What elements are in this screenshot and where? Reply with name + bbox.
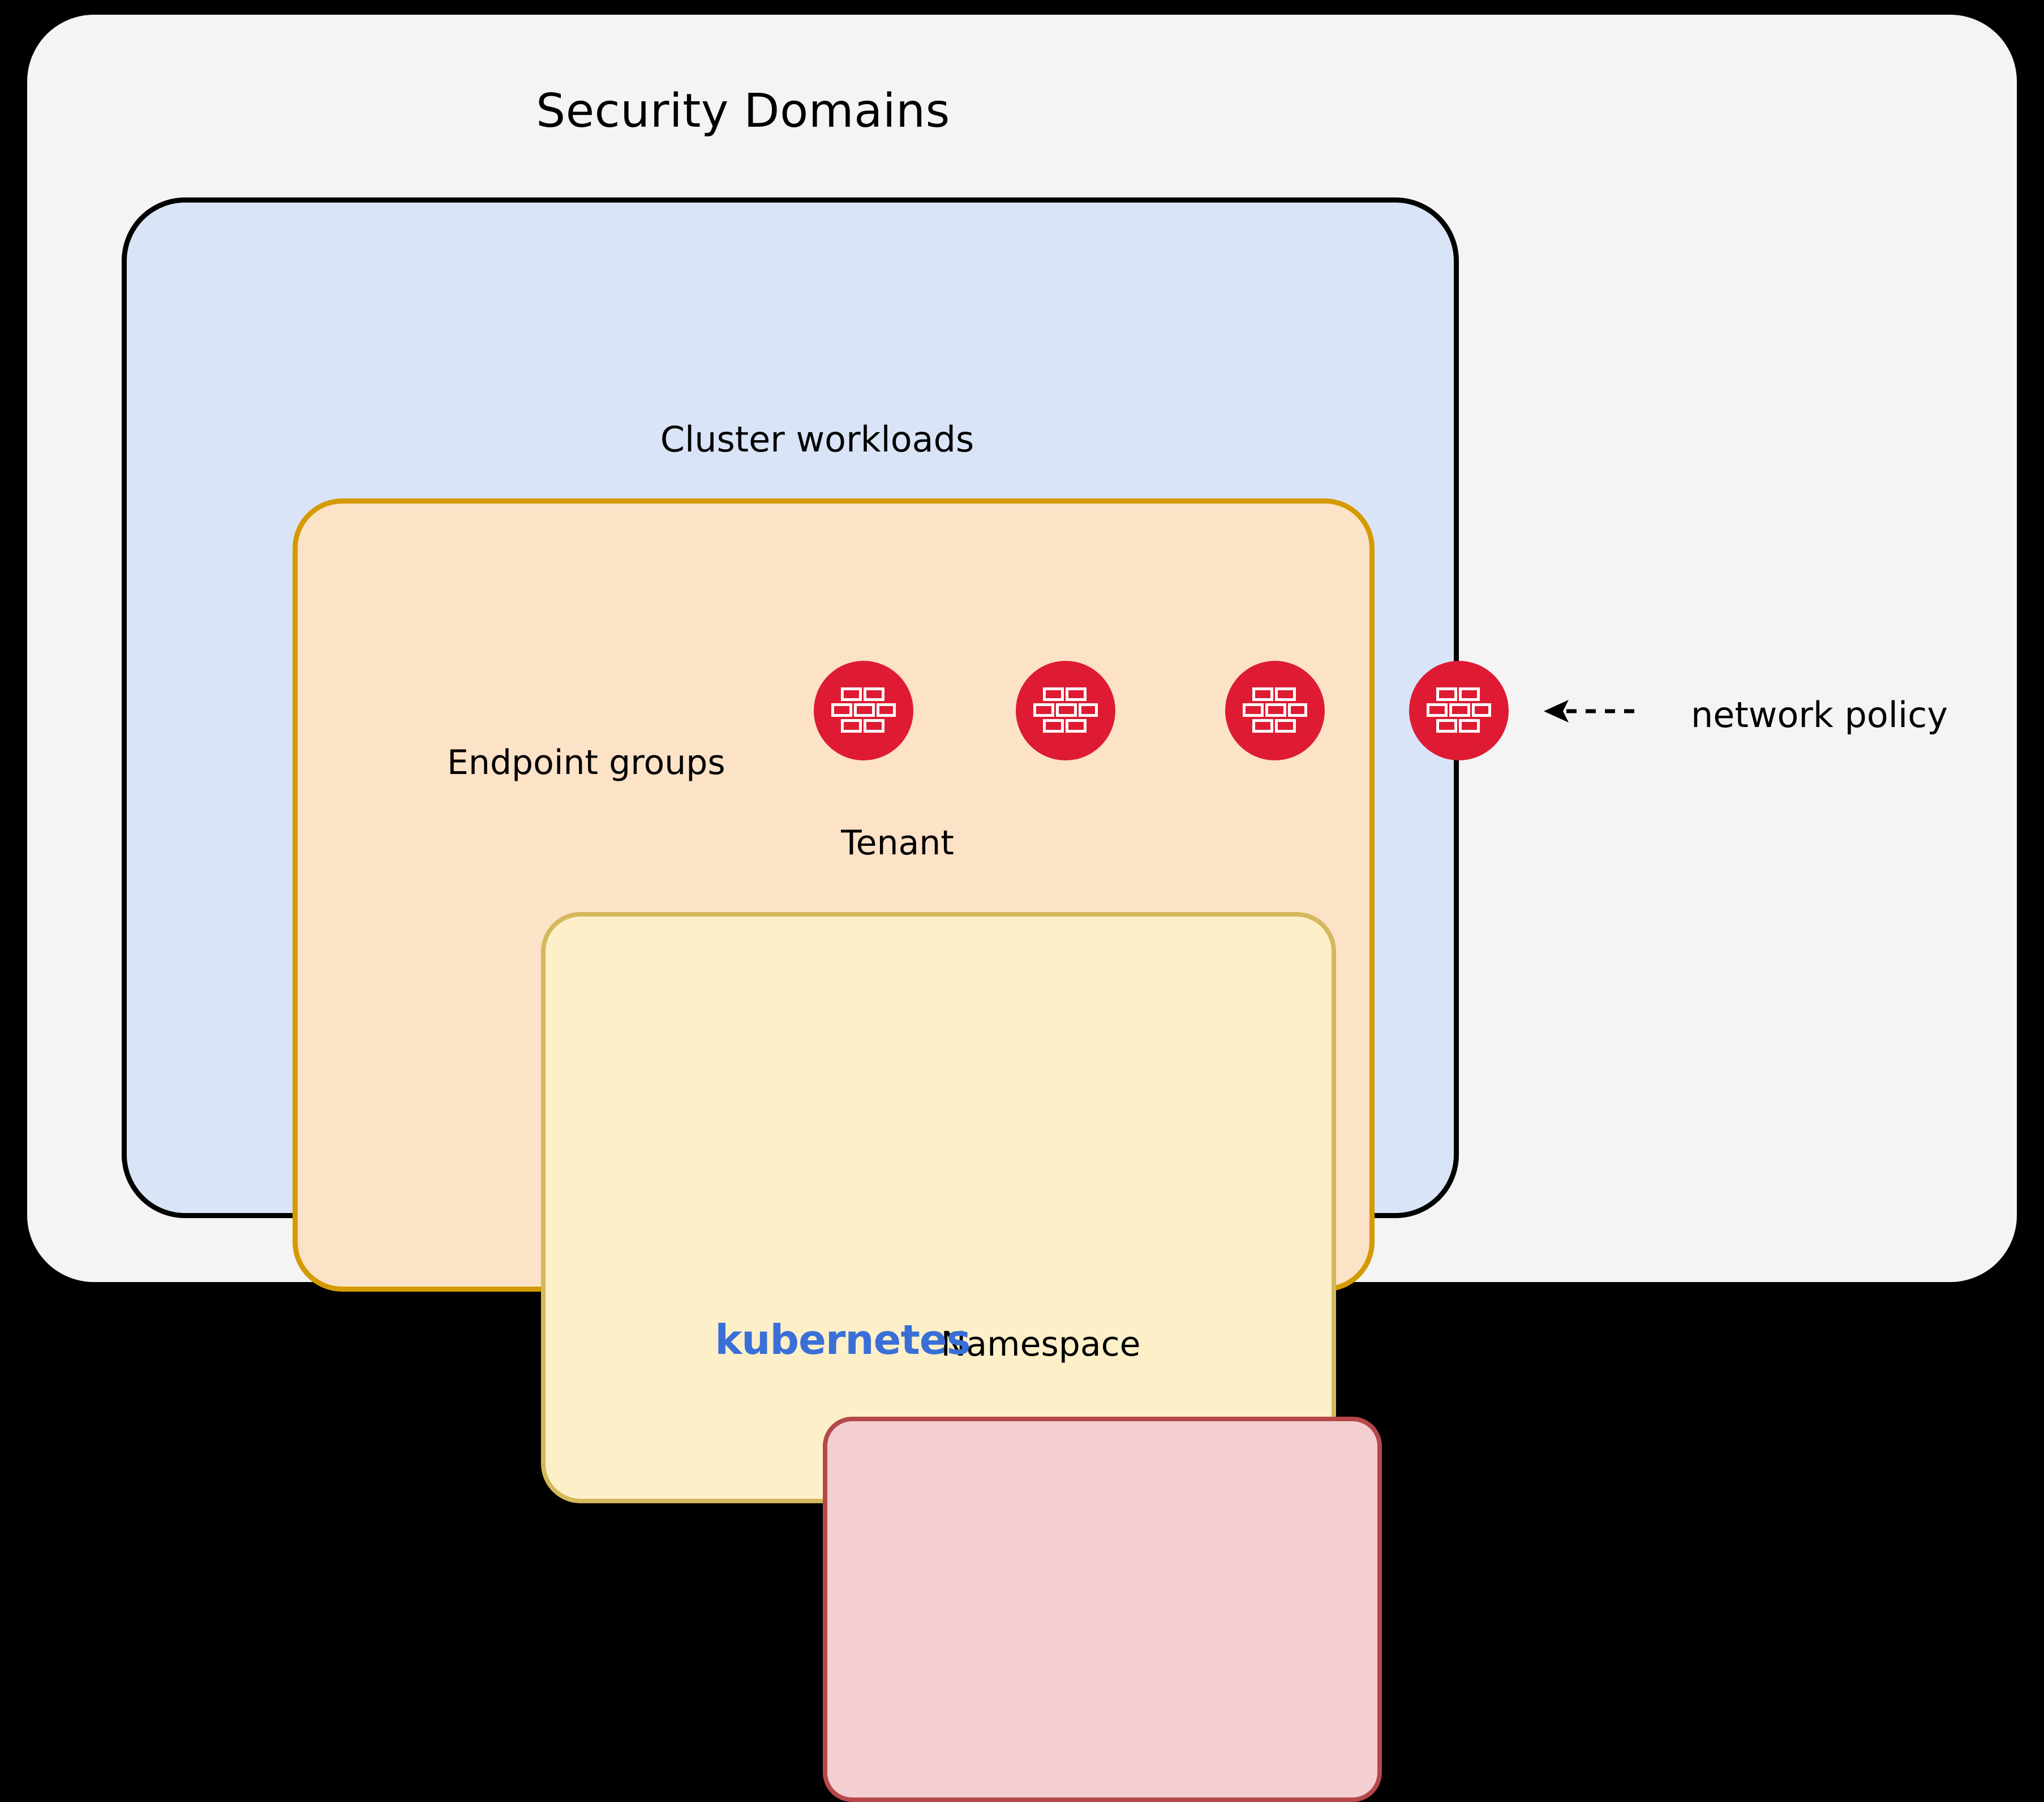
domain-box-endpoint-groups [823, 1417, 1382, 1802]
kubernetes-brand-label: kubernetes [715, 1316, 971, 1364]
firewall-badge-endpoint-groups[interactable] [814, 661, 913, 760]
network-policy-label: network policy [1691, 694, 1948, 736]
domain-box-namespace: Namespace [541, 912, 1382, 1802]
firewall-brick-wall-icon [1427, 687, 1491, 733]
dashed-left-arrow-icon [1544, 700, 1634, 722]
firewall-badge-tenant[interactable] [1225, 661, 1325, 760]
domain-box-tenant: Tenant Namespace [293, 498, 1382, 1802]
firewall-brick-wall-icon [1243, 687, 1307, 733]
firewall-brick-wall-icon [1033, 687, 1098, 733]
firewall-badge-cluster[interactable] [1409, 661, 1509, 760]
firewall-badge-namespace[interactable] [1016, 661, 1115, 760]
firewall-brick-wall-icon [831, 687, 896, 733]
diagram-canvas: Security Domains Cluster workloads Tenan… [27, 15, 2017, 1802]
security-domains-panel: Security Domains Cluster workloads Tenan… [27, 15, 2017, 1802]
cluster-workloads-label: Cluster workloads [660, 419, 974, 460]
endpoint-groups-label: Endpoint groups [447, 743, 725, 782]
tenant-label: Tenant [841, 823, 954, 863]
page-title: Security Domains [536, 84, 950, 138]
